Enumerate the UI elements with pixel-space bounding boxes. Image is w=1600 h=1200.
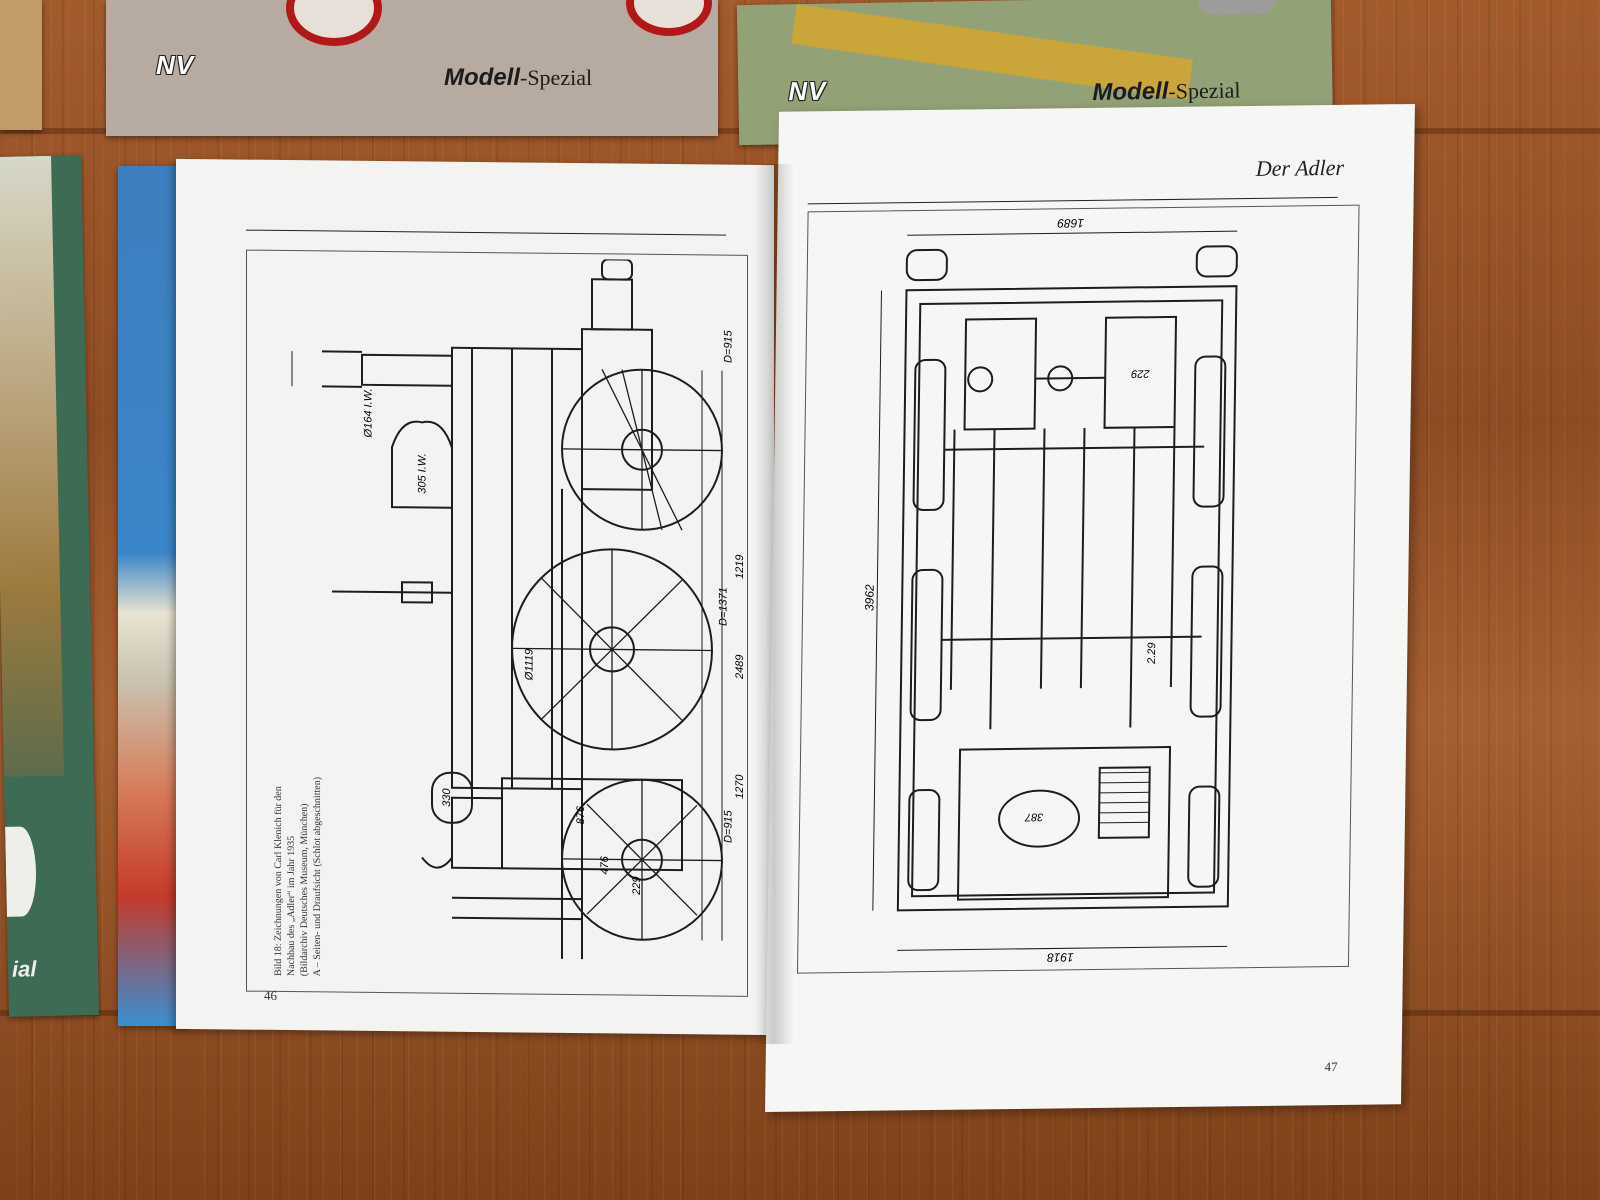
dim-wheelbase-total: 2489 [734, 654, 747, 680]
dim-crank: 2.29 [1145, 642, 1159, 665]
magazine-top-left: NV Modell-Spezial [106, 0, 718, 136]
book-page-left: Ø164 I.W. 305 I.W. Ø1119 D=915 D=1371 D=… [176, 158, 774, 1036]
caption-line: (Bildarchiv Deutsches Museum, München) [299, 803, 310, 977]
buffer-shape [431, 771, 473, 824]
model-illustration [1196, 0, 1278, 16]
book-gutter [754, 164, 794, 1044]
rear-wheel-left [907, 788, 941, 892]
cover-photo [0, 155, 64, 777]
firebox-plan [956, 746, 1172, 901]
dim-wheelbase-rear: 1270 [734, 774, 747, 800]
dim-driving-wheel: D=1371 [717, 587, 730, 627]
dim-width-bottom: 1918 [1047, 950, 1074, 965]
chimney-shape [361, 353, 453, 387]
dim-firebox: 876 [575, 805, 588, 825]
driving-wheel-right [1189, 565, 1224, 718]
dim-firebox-height: 476 [599, 856, 612, 875]
dim-length: 3962 [862, 584, 877, 612]
dim-boiler: Ø1119 [523, 648, 536, 681]
cylinder-right [1103, 315, 1178, 429]
wheel-illustration [626, 0, 712, 36]
magazine-fragment [0, 0, 42, 130]
running-head: Der Adler [1255, 154, 1345, 181]
caption-line: A – Seiten- und Draufsicht (Schlot abges… [312, 776, 323, 977]
caption-line: Bild 18: Zeichnungen von Carl Klenich fü… [273, 786, 284, 976]
page-number-right: 47 [1324, 1059, 1338, 1075]
dim-front-wheel: D=915 [722, 330, 735, 364]
frame-outline [896, 285, 1238, 912]
dim-rear-wheel: D=915 [722, 810, 735, 844]
dome-shape [391, 420, 453, 509]
dimension-labels: 1689 3962 1918 229 2.29 387 [862, 216, 1297, 965]
dim-cylinder: 229 [1131, 367, 1150, 380]
book-page-right: Der Adler [765, 103, 1415, 1113]
cylinder-left [963, 317, 1038, 431]
dim-wheelbase-front: 1219 [734, 554, 747, 580]
header-rule [807, 196, 1338, 205]
page-number-left: 46 [264, 987, 277, 1003]
magazine-title-sub: -Spezial [520, 65, 593, 90]
rear-wheel-right [1187, 785, 1221, 888]
front-wheel-left [912, 358, 947, 512]
dim-dome: 305 I.W. [416, 453, 429, 494]
dim-frame-height: 229 [631, 876, 644, 895]
wheel-illustration [286, 0, 382, 46]
dim-firebox-hole: 387 [1025, 810, 1044, 823]
dim-buffer: 330 [441, 788, 454, 807]
firebox-hole [998, 789, 1081, 848]
magazine-title-main: Modell [444, 64, 520, 91]
figure-caption: Bild 18: Zeichnungen von Carl Klenich fü… [272, 746, 324, 977]
magazine-brand-logo: NV [156, 50, 195, 80]
open-book: Ø164 I.W. 305 I.W. Ø1119 D=915 D=1371 D=… [170, 103, 1415, 1124]
header-rule [246, 229, 726, 236]
magazine-title-main: Modell [1092, 77, 1169, 106]
locomotive-side-elevation [291, 258, 723, 960]
magazine-title: Modell-Spezial [1092, 76, 1241, 107]
magazine-brand-logo: NV [788, 75, 827, 107]
dim-width-top: 1689 [1057, 216, 1085, 231]
cover-photo [5, 826, 37, 917]
front-wheel-right [1192, 355, 1227, 508]
magazine-title: Modell-Spezial [444, 64, 592, 92]
caption-line: Nachbau des „Adler“ im Jahr 1935 [286, 835, 297, 977]
locomotive-plan-view [872, 230, 1238, 951]
magazine-title-sub: -Spezial [1168, 77, 1241, 104]
dimension-labels: Ø164 I.W. 305 I.W. Ø1119 D=915 D=1371 D=… [252, 256, 747, 991]
magazine-title-fragment: ial [11, 956, 37, 982]
driving-wheel-left [909, 568, 944, 722]
dim-chimney: Ø164 I.W. [362, 388, 375, 438]
